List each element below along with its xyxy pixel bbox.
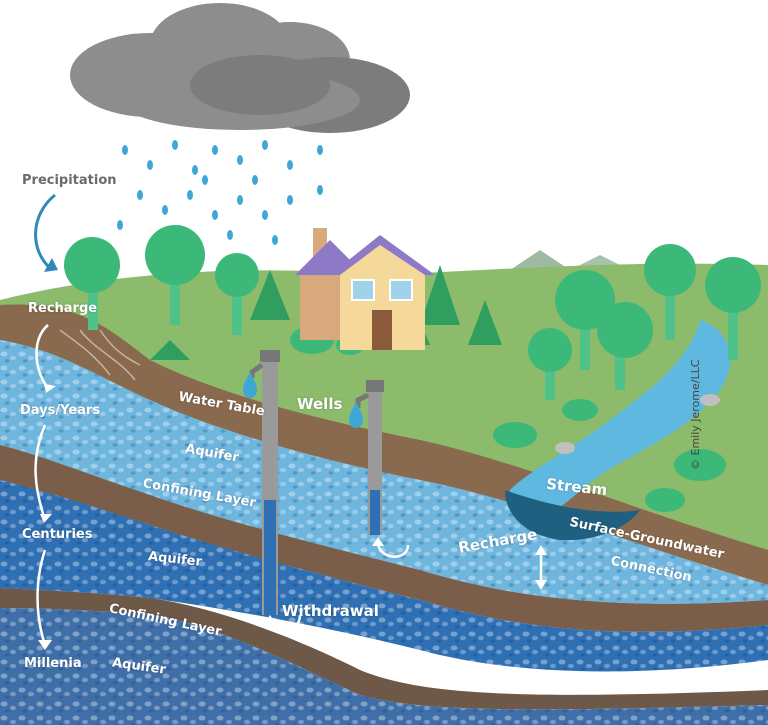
precipitation-arrow — [34, 193, 56, 270]
upper-confining-layer — [0, 445, 768, 632]
lower-confining-layer — [0, 588, 768, 710]
rain-drops — [117, 140, 323, 245]
wells-label: Wells — [297, 395, 343, 413]
recharge-label-left: Recharge — [28, 301, 98, 316]
house — [295, 228, 435, 350]
lower-aquifer-texture — [0, 608, 768, 725]
centuries-label: Centuries — [22, 527, 93, 542]
days-centuries-arrow — [34, 424, 47, 521]
arrowheads — [38, 384, 547, 650]
deep-well — [243, 350, 280, 615]
tree-roots — [59, 329, 141, 381]
stream — [509, 320, 731, 521]
millenia-label: Millenia — [24, 656, 82, 671]
stream-rock — [700, 394, 720, 406]
centuries-millenia-arrow — [36, 549, 47, 646]
precipitation-label: Precipitation — [22, 173, 117, 188]
copyright-credit: © Emily Jerome/LLC — [689, 359, 702, 470]
middle-aquifer-texture — [0, 480, 768, 672]
shallow-well — [349, 380, 384, 535]
shallow-withdrawal-arrow — [376, 541, 410, 558]
rain-cloud — [70, 3, 410, 133]
precipitation-arrowhead — [44, 258, 58, 272]
withdrawal-label: Withdrawal — [282, 602, 379, 620]
days-years-label: Days/Years — [20, 403, 101, 418]
stream-pool — [505, 490, 640, 541]
stream-rock — [555, 442, 575, 454]
trees — [64, 225, 761, 400]
